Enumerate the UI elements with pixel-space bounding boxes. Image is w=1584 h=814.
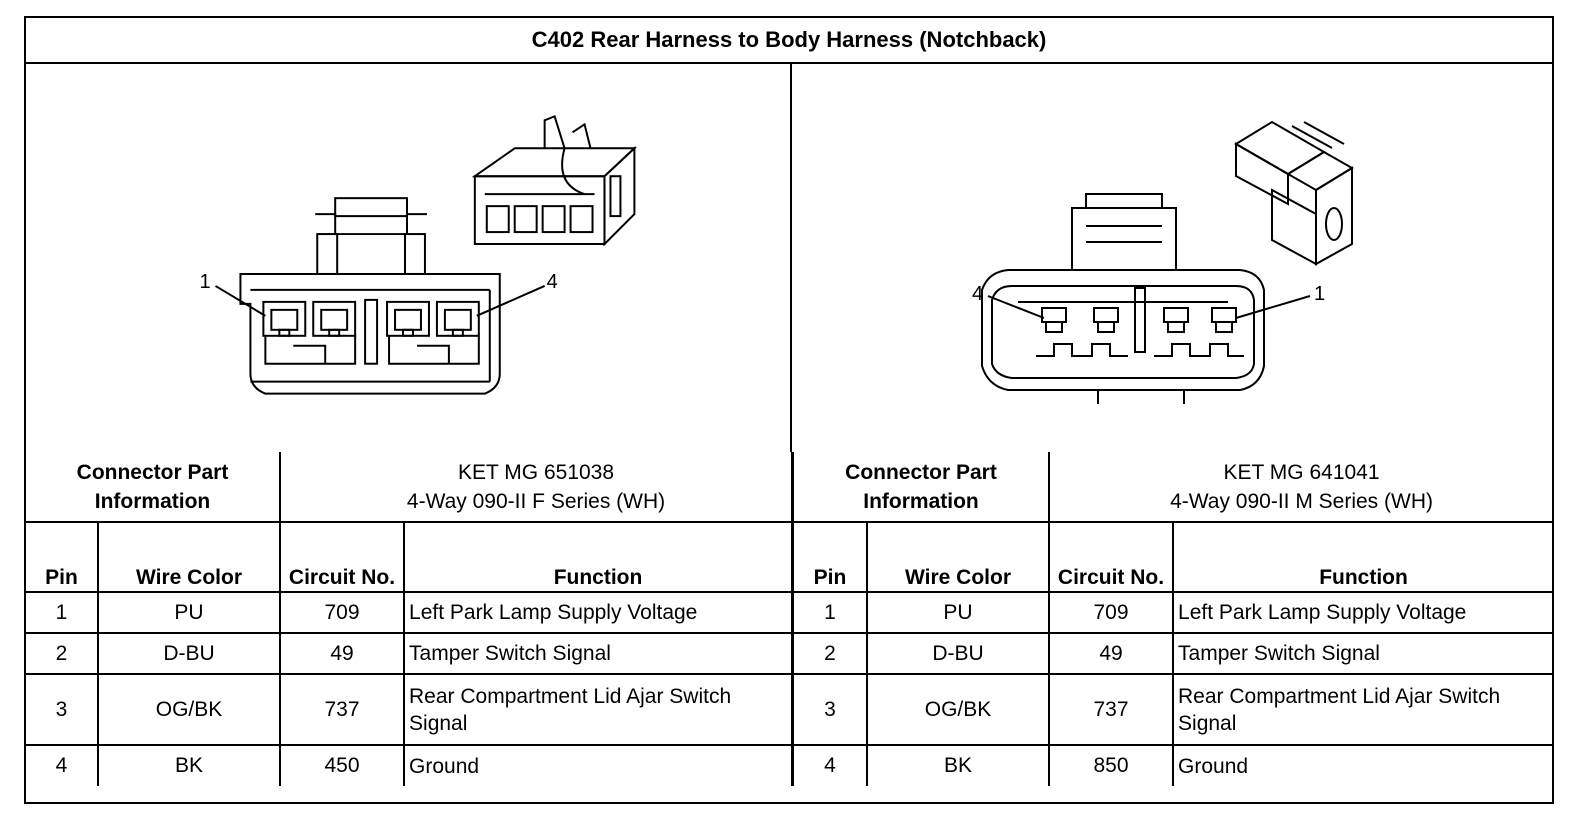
table-row: 3 OG/BK 737 Rear Compartment Lid Ajar Sw… xyxy=(26,673,794,746)
wire-color-cell: BK xyxy=(96,744,282,786)
table-row: 4 BK 850 Ground xyxy=(792,744,1554,786)
left-header-wire-color: Wire Color xyxy=(96,521,282,593)
left-connector-thumbnail xyxy=(471,115,637,247)
wire-color-cell: PU xyxy=(96,591,282,634)
circuit-cell: 49 xyxy=(279,632,406,675)
table-row: 4 BK 450 Ground xyxy=(26,744,794,786)
wire-color-cell: D-BU xyxy=(865,632,1051,675)
function-cell: Rear Compartment Lid Ajar Switch Signal xyxy=(1172,673,1554,746)
sheet-title: C402 Rear Harness to Body Harness (Notch… xyxy=(26,18,1552,64)
circuit-cell: 737 xyxy=(279,673,406,746)
wire-color-cell: OG/BK xyxy=(865,673,1051,746)
pin-cell: 4 xyxy=(792,744,868,786)
left-connector-info-label: Connector Part Information xyxy=(26,452,282,523)
right-connector-series: 4-Way 090-II M Series (WH) xyxy=(1170,489,1433,513)
left-callout-first: 1 xyxy=(200,271,211,293)
right-connector-face xyxy=(981,193,1311,404)
table-row: 2 D-BU 49 Tamper Switch Signal xyxy=(26,632,794,675)
circuit-cell: 450 xyxy=(279,744,406,786)
right-connector-info-row: Connector Part Information KET MG 641041… xyxy=(791,452,1554,523)
male-connector-drawing: 4 1 xyxy=(972,120,1354,404)
wire-color-cell: BK xyxy=(865,744,1051,786)
left-connector-face xyxy=(214,197,546,395)
wire-color-cell: PU xyxy=(865,591,1051,634)
right-callout-first: 4 xyxy=(972,283,983,305)
table-row: 1 PU 709 Left Park Lamp Supply Voltage xyxy=(792,591,1554,634)
left-header-row: Pin Wire Color Circuit No. Function xyxy=(26,521,794,593)
wire-color-cell: OG/BK xyxy=(96,673,282,746)
pin-cell: 3 xyxy=(26,673,99,746)
function-cell: Ground xyxy=(1172,744,1554,786)
left-pinout-table: Connector Part Information KET MG 651038… xyxy=(26,452,794,786)
circuit-cell: 737 xyxy=(1048,673,1175,746)
wire-color-cell: D-BU xyxy=(96,632,282,675)
right-connector-thumbnail xyxy=(1234,120,1354,266)
pin-cell: 3 xyxy=(792,673,868,746)
left-header-circuit: Circuit No. xyxy=(279,521,406,593)
left-connector-diagram: 1 4 xyxy=(26,64,792,452)
circuit-cell: 850 xyxy=(1048,744,1175,786)
right-pinout-table: Connector Part Information KET MG 641041… xyxy=(791,452,1554,786)
table-row: 3 OG/BK 737 Rear Compartment Lid Ajar Sw… xyxy=(792,673,1554,746)
pin-cell: 1 xyxy=(792,591,868,634)
circuit-cell: 49 xyxy=(1048,632,1175,675)
pin-cell: 2 xyxy=(792,632,868,675)
left-header-function: Function xyxy=(403,521,794,593)
left-connector-series: 4-Way 090-II F Series (WH) xyxy=(406,489,666,513)
right-header-row: Pin Wire Color Circuit No. Function xyxy=(792,521,1554,593)
table-row: 1 PU 709 Left Park Lamp Supply Voltage xyxy=(26,591,794,634)
left-connector-info-row: Connector Part Information KET MG 651038… xyxy=(26,452,794,523)
right-header-pin: Pin xyxy=(792,521,868,593)
right-header-wire-color: Wire Color xyxy=(865,521,1051,593)
right-connector-info-label: Connector Part Information xyxy=(791,452,1051,523)
left-connector-info-value: KET MG 651038 4-Way 090-II F Series (WH) xyxy=(279,452,794,523)
circuit-cell: 709 xyxy=(1048,591,1175,634)
connector-sheet: C402 Rear Harness to Body Harness (Notch… xyxy=(24,16,1554,804)
female-connector-drawing: 1 4 xyxy=(200,115,637,395)
function-cell: Tamper Switch Signal xyxy=(1172,632,1554,675)
right-header-function: Function xyxy=(1172,521,1554,593)
function-cell: Left Park Lamp Supply Voltage xyxy=(403,591,794,634)
pin-cell: 2 xyxy=(26,632,99,675)
right-connector-info-value: KET MG 641041 4-Way 090-II M Series (WH) xyxy=(1048,452,1554,523)
right-callout-last: 1 xyxy=(1314,283,1325,305)
function-cell: Rear Compartment Lid Ajar Switch Signal xyxy=(403,673,794,746)
function-cell: Left Park Lamp Supply Voltage xyxy=(1172,591,1554,634)
left-connector-part-number: KET MG 651038 xyxy=(458,460,615,484)
function-cell: Tamper Switch Signal xyxy=(403,632,794,675)
pin-cell: 1 xyxy=(26,591,99,634)
table-row: 2 D-BU 49 Tamper Switch Signal xyxy=(792,632,1554,675)
pin-cell: 4 xyxy=(26,744,99,786)
right-connector-part-number: KET MG 641041 xyxy=(1223,460,1380,484)
right-connector-diagram: 4 1 xyxy=(792,64,1552,452)
left-callout-last: 4 xyxy=(547,271,558,293)
right-header-circuit: Circuit No. xyxy=(1048,521,1175,593)
function-cell: Ground xyxy=(403,744,794,786)
left-header-pin: Pin xyxy=(26,521,99,593)
circuit-cell: 709 xyxy=(279,591,406,634)
